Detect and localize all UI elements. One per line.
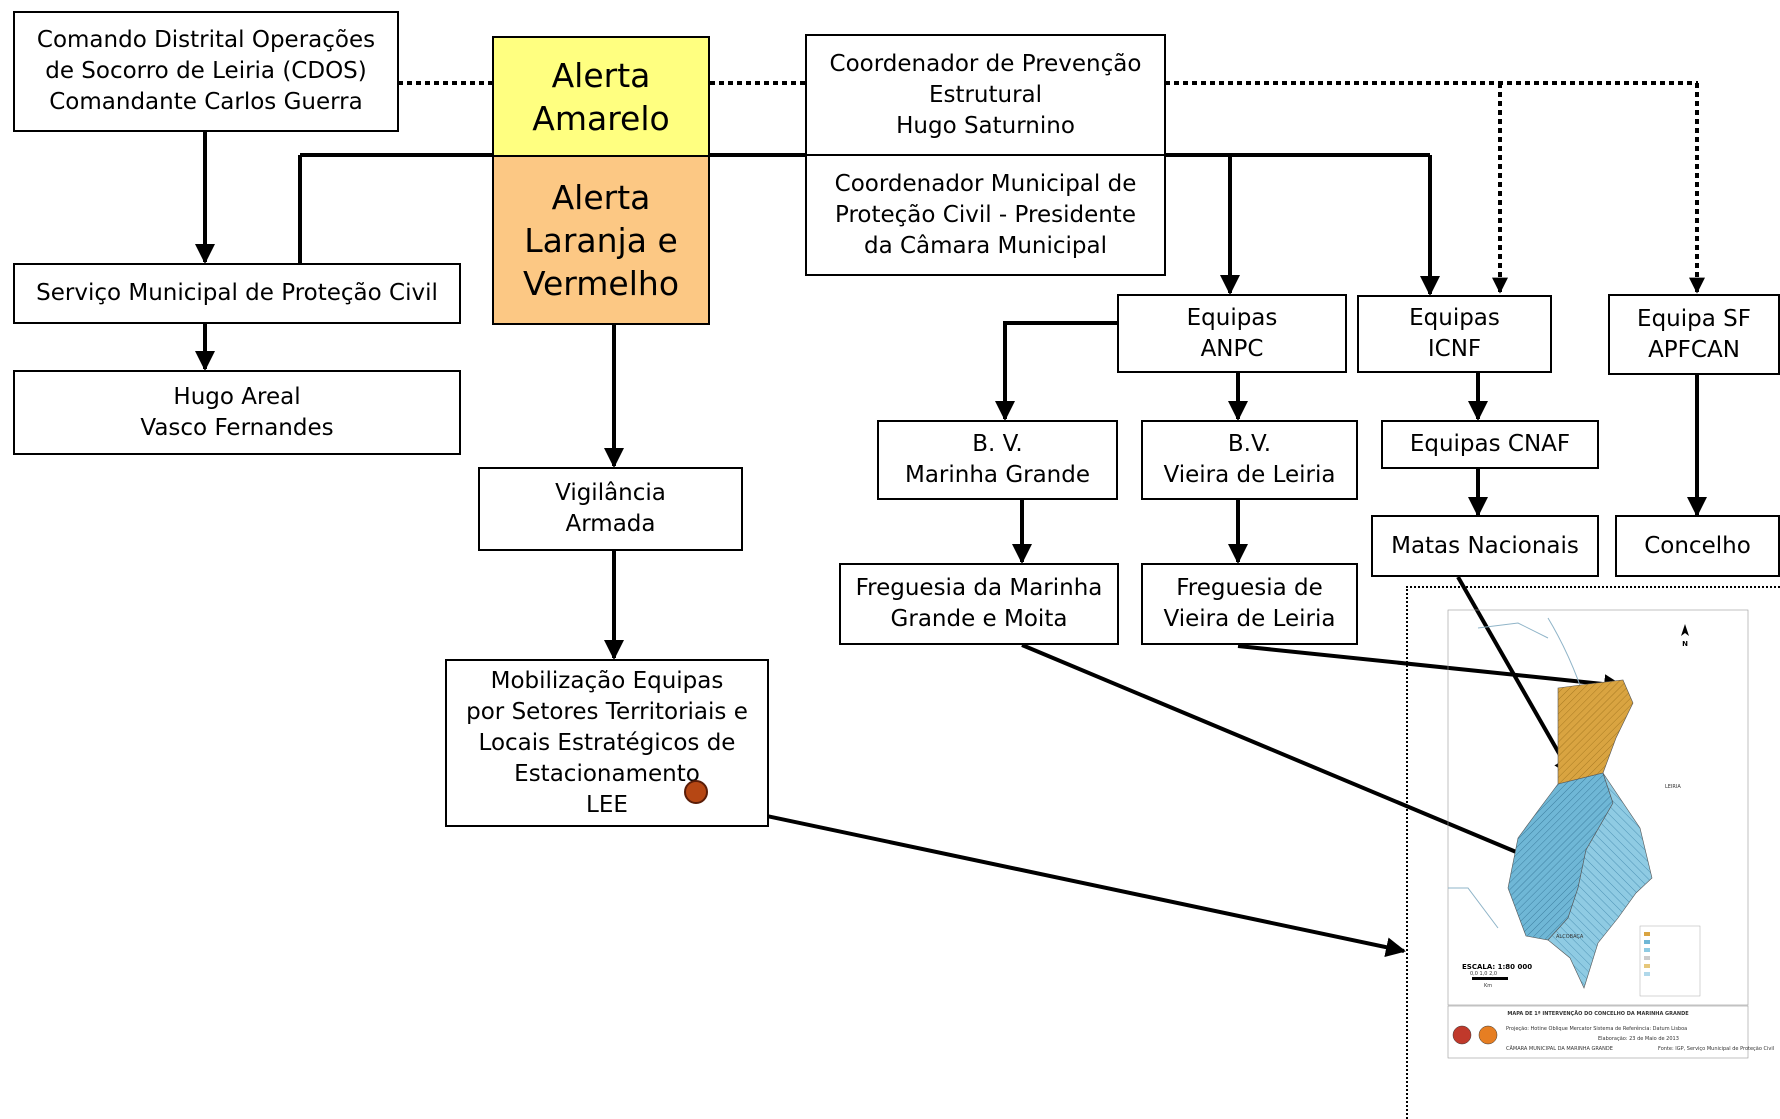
map-footer-projection: Projeção: Hotine Oblique Mercator Sistem… bbox=[1506, 1025, 1687, 1032]
vigilancia-box: Vigilância Armada bbox=[478, 467, 743, 551]
concelho-box: Concelho bbox=[1615, 515, 1780, 577]
equipas-cnaf-box: Equipas CNAF bbox=[1381, 420, 1599, 469]
hugo-vasco-box: Hugo Areal Vasco Fernandes bbox=[13, 370, 461, 455]
equipas-icnf-box: Equipas ICNF bbox=[1357, 295, 1552, 373]
place-leiria: LEIRIA bbox=[1665, 784, 1681, 790]
equipa-sf-box: Equipa SF APFCAN bbox=[1608, 294, 1780, 375]
place-alcobaca: ALCOBAÇA bbox=[1556, 934, 1584, 940]
map-footer-org: CÂMARA MUNICIPAL DA MARINHA GRANDE bbox=[1506, 1045, 1613, 1052]
map-footer bbox=[1447, 1005, 1749, 1059]
alerta-laranja-vermelho-box: Alerta Laranja e Vermelho bbox=[492, 155, 710, 325]
alerta-amarelo-box: Alerta Amarelo bbox=[492, 36, 710, 157]
smpc-box: Serviço Municipal de Proteção Civil bbox=[13, 263, 461, 324]
map-footer-source: Fonte: IGP, Serviço Municipal de Proteçã… bbox=[1658, 1046, 1774, 1052]
bv-marinha-box: B. V. Marinha Grande bbox=[877, 420, 1118, 500]
map-region-north bbox=[1557, 679, 1634, 785]
map-legend bbox=[1639, 925, 1701, 997]
cdos-box: Comando Distrital Operações de Socorro d… bbox=[13, 11, 399, 132]
coord-municipal-box: Coordenador Municipal de Proteção Civil … bbox=[805, 154, 1166, 276]
map-footer-date: Elaboração: 23 de Maio de 2013 bbox=[1598, 1036, 1679, 1042]
intervention-map: N LEIRIA ALCOBAÇA ESCALA: 1:80 000 0,0 1… bbox=[1406, 586, 1780, 1119]
map-region-east bbox=[1547, 772, 1653, 989]
civil-protection-logo-icon bbox=[1478, 1025, 1498, 1045]
map-frame bbox=[1447, 609, 1749, 1006]
mobilizacao-box: Mobilização Equipas por Setores Territor… bbox=[445, 659, 769, 827]
north-label: N bbox=[1682, 640, 1688, 648]
freguesia-marinha-box: Freguesia da Marinha Grande e Moita bbox=[839, 563, 1119, 645]
map-title: MAPA DE 1ª INTERVENÇÃO DO CONCELHO DA MA… bbox=[1507, 1010, 1689, 1017]
arrow-anpc-bvmarinha bbox=[995, 321, 1118, 421]
freguesia-vieira-box: Freguesia de Vieira de Leiria bbox=[1141, 563, 1358, 645]
scale-label: ESCALA: 1:80 000 bbox=[1462, 963, 1532, 971]
scale-bar bbox=[1472, 977, 1508, 980]
svg-text:0,0 1,0 2,0: 0,0 1,0 2,0 bbox=[1470, 971, 1497, 977]
matas-nacionais-box: Matas Nacionais bbox=[1371, 515, 1599, 577]
municipality-crest-icon bbox=[1452, 1025, 1472, 1045]
arrow-vieira-to-map bbox=[1237, 644, 1624, 695]
map-figure: N LEIRIA ALCOBAÇA ESCALA: 1:80 000 0,0 1… bbox=[1447, 609, 1774, 1059]
svg-text:Km: Km bbox=[1484, 983, 1492, 989]
equipas-anpc-box: Equipas ANPC bbox=[1117, 294, 1347, 373]
coord-prevencao-box: Coordenador de Prevenção Estrutural Hugo… bbox=[805, 34, 1166, 156]
bv-vieira-box: B.V. Vieira de Leiria bbox=[1141, 420, 1358, 500]
north-arrow-icon bbox=[1681, 624, 1689, 636]
arrow-lee-to-map bbox=[709, 802, 1406, 958]
lee-marker-dot bbox=[684, 780, 708, 804]
